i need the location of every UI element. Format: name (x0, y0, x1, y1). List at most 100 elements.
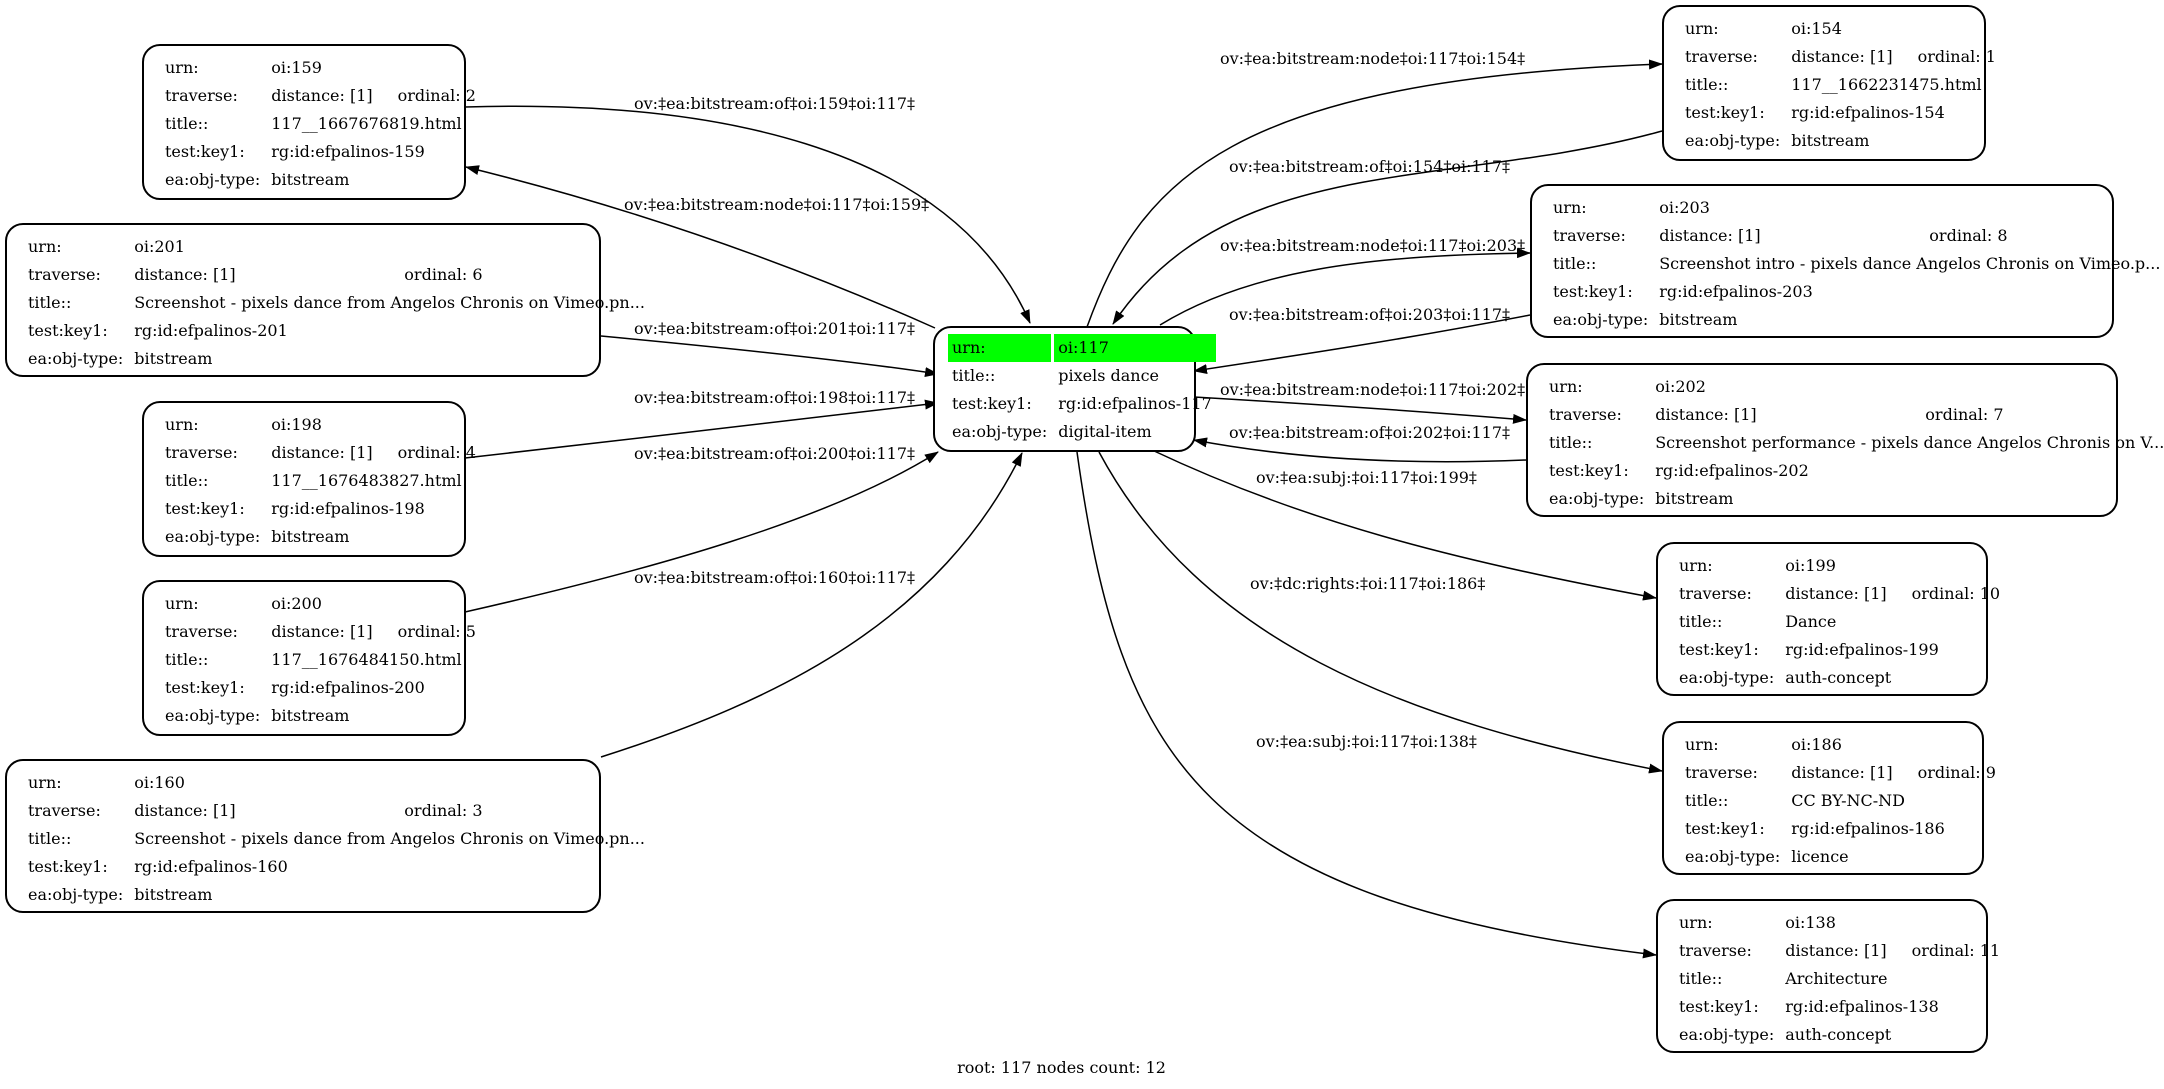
type-value: auth-concept (1785, 668, 1892, 687)
testkey-value: rg:id:efpalinos-154 (1791, 103, 1945, 122)
node-202[interactable]: urn:oi:202 traverse:distance: [1]ordinal… (1526, 363, 2164, 517)
testkey-key: test:key1: (1553, 282, 1633, 301)
traverse-key: traverse: (28, 265, 101, 284)
graph-footer: root: 117 nodes count: 12 (957, 1058, 1166, 1077)
edge-159-of (464, 105, 1031, 324)
traverse-key: traverse: (165, 622, 238, 641)
ordinal-value: ordinal: 3 (404, 801, 483, 820)
title-value: Screenshot - pixels dance from Angelos C… (134, 829, 645, 848)
node-117-root[interactable]: urn:oi:117 title::pixels dance test:key1… (933, 326, 1216, 452)
edge-154-of (1112, 130, 1663, 325)
testkey-value: rg:id:efpalinos-203 (1659, 282, 1813, 301)
type-value: auth-concept (1785, 1025, 1892, 1044)
urn-value: oi:138 (1785, 913, 1836, 932)
type-key: ea:obj-type: (1679, 1025, 1775, 1044)
type-key: ea:obj-type: (165, 170, 261, 189)
edge-200-of (464, 451, 939, 613)
urn-value: oi:203 (1659, 198, 1710, 217)
ordinal-value: ordinal: 7 (1925, 405, 2004, 424)
title-value: Screenshot performance - pixels dance An… (1655, 433, 2164, 452)
distance-value: distance: [1] (1655, 405, 1757, 424)
urn-key: urn: (165, 594, 199, 613)
node-201[interactable]: urn:oi:201 traverse:distance: [1]ordinal… (5, 223, 645, 377)
traverse-key: traverse: (165, 86, 238, 105)
urn-key: urn: (1685, 19, 1719, 38)
edge-label-159-node: ov:‡ea:bitstream:node‡oi:117‡oi:159‡ (624, 195, 929, 214)
title-value: 117__1676484150.html (271, 650, 462, 669)
node-138[interactable]: urn:oi:138 traverse:distance: [1]ordinal… (1656, 899, 2000, 1053)
node-198[interactable]: urn: oi:198 traverse: distance: [1] ordinal… (142, 401, 476, 557)
title-key: title:: (165, 471, 209, 490)
type-key: ea:obj-type: (952, 422, 1048, 441)
testkey-value: rg:id:efpalinos-160 (134, 857, 288, 876)
node-154[interactable]: urn:oi:154 traverse:distance: [1]ordinal… (1662, 5, 1996, 161)
urn-key: urn: (1553, 198, 1587, 217)
node-159[interactable]: urn:oi:159 traverse:distance: [1]ordinal… (142, 44, 476, 200)
type-key: ea:obj-type: (1685, 847, 1781, 866)
urn-key: urn: (1549, 377, 1583, 396)
testkey-key: test:key1: (165, 499, 245, 518)
ordinal-value: ordinal: 8 (1929, 226, 2008, 245)
title-key: title:: (952, 366, 996, 385)
title-key: title:: (28, 829, 72, 848)
title-key: title:: (1679, 969, 1723, 988)
title-key: title:: (1685, 75, 1729, 94)
edge-label-160-of: ov:‡ea:bitstream:of‡oi:160‡oi:117‡ (634, 568, 915, 587)
distance-value: distance: [1] (134, 265, 236, 284)
edge-203-node (1159, 248, 1531, 326)
ordinal-value: ordinal: 5 (397, 622, 476, 641)
node-200[interactable]: urn:oi:200 traverse:distance: [1]ordinal… (142, 580, 476, 736)
edge-label-186-rights: ov:‡dc:rights:‡oi:117‡oi:186‡ (1250, 574, 1485, 593)
urn-key: urn: (948, 334, 1052, 362)
node-160[interactable]: urn:oi:160 traverse:distance: [1]ordinal… (5, 759, 645, 913)
traverse-key: traverse: (165, 443, 238, 462)
urn-value: oi:186 (1791, 735, 1842, 754)
urn-value: oi:198 (271, 415, 322, 434)
traverse-key: traverse: (1679, 584, 1752, 603)
edge-label-154-of: ov:‡ea:bitstream:of‡oi:154‡oi:117‡ (1229, 157, 1510, 176)
distance-value: distance: [1] (271, 443, 373, 462)
type-key: ea:obj-type: (165, 706, 261, 725)
testkey-key: test:key1: (1549, 461, 1629, 480)
type-value: bitstream (134, 349, 213, 368)
edge-160-of (600, 452, 1023, 758)
title-key: title:: (1679, 612, 1723, 631)
edge-199-subj (1151, 449, 1657, 601)
testkey-key: test:key1: (1679, 640, 1759, 659)
traverse-key: traverse: (1549, 405, 1622, 424)
node-199[interactable]: urn:oi:199 traverse:distance: [1]ordinal… (1656, 542, 2000, 696)
title-key: title:: (1549, 433, 1593, 452)
edge-label-200-of: ov:‡ea:bitstream:of‡oi:200‡oi:117‡ (634, 444, 915, 463)
type-value: bitstream (271, 170, 350, 189)
testkey-value: rg:id:efpalinos-198 (271, 499, 425, 518)
distance-value: distance: [1] (271, 86, 373, 105)
traverse-key: traverse: (28, 801, 101, 820)
urn-value: oi:160 (134, 773, 185, 792)
edge-label-159-of: ov:‡ea:bitstream:of‡oi:159‡oi:117‡ (634, 94, 915, 113)
edge-label-138-subj: ov:‡ea:subj:‡oi:117‡oi:138‡ (1256, 732, 1477, 751)
type-value: bitstream (1791, 131, 1870, 150)
type-key: ea:obj-type: (1553, 310, 1649, 329)
distance-value: distance: [1] (271, 622, 373, 641)
edge-154-node (1086, 59, 1663, 328)
urn-key: urn: (165, 58, 199, 77)
node-186[interactable]: urn:oi:186 traverse:distance: [1]ordinal… (1662, 721, 1996, 875)
traverse-key: traverse: (1679, 941, 1752, 960)
urn-value: oi:117 (1054, 334, 1216, 362)
edge-138-subj (1076, 451, 1657, 959)
distance-value: distance: [1] (1785, 941, 1887, 960)
urn-key: urn: (165, 415, 199, 434)
testkey-value: rg:id:efpalinos-202 (1655, 461, 1809, 480)
edge-159-node (465, 165, 936, 329)
type-value: digital-item (1058, 422, 1152, 441)
type-key: ea:obj-type: (28, 885, 124, 904)
title-value: Dance (1785, 612, 1837, 631)
node-203[interactable]: urn:oi:203 traverse:distance: [1]ordinal… (1530, 184, 2160, 338)
urn-key: urn: (1685, 735, 1719, 754)
ordinal-value: ordinal: 4 (397, 443, 476, 462)
urn-key: urn: (28, 773, 62, 792)
type-key: ea:obj-type: (1679, 668, 1775, 687)
testkey-key: test:key1: (28, 321, 108, 340)
testkey-key: test:key1: (165, 142, 245, 161)
